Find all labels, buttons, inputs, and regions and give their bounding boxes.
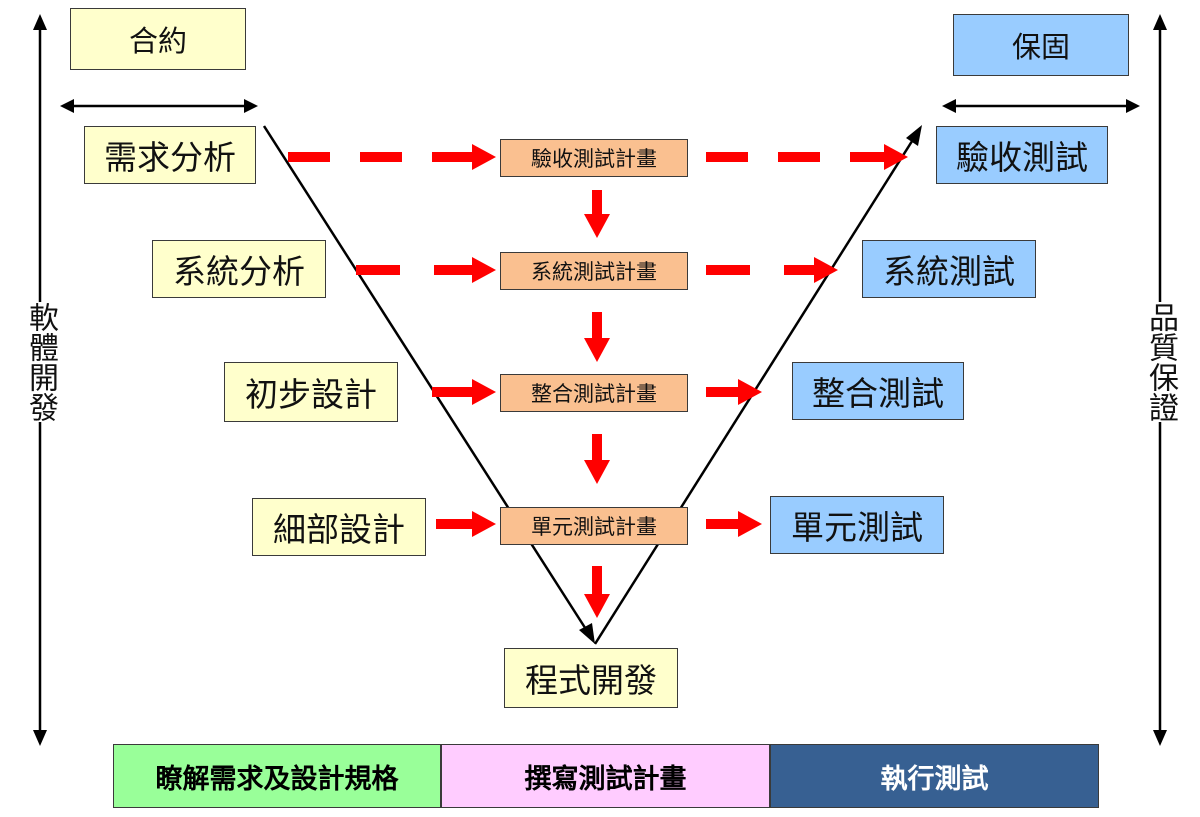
software-development-label: 軟體開發 bbox=[18, 302, 62, 422]
preliminary-design-box: 初步設計 bbox=[224, 362, 398, 422]
contract-box: 合約 bbox=[70, 8, 246, 70]
arrow-acceptance-plan-to-acceptance-test bbox=[706, 144, 908, 170]
arrow-detailed-design-to-unit-plan bbox=[436, 511, 496, 537]
system-analysis-box: 系統分析 bbox=[152, 240, 326, 298]
bar-understand-requirements: 瞭解需求及設計規格 bbox=[113, 744, 441, 808]
warranty-span-arrow bbox=[942, 99, 1140, 113]
arrow-system-analysis-to-system-plan bbox=[356, 257, 496, 283]
acceptance-test-plan-box: 驗收測試計畫 bbox=[500, 139, 688, 177]
system-test-box: 系統測試 bbox=[862, 240, 1036, 298]
acceptance-test-box: 驗收測試 bbox=[936, 126, 1108, 184]
detailed-design-box: 細部設計 bbox=[252, 498, 426, 556]
arrow-preliminary-design-to-integration-plan bbox=[432, 379, 496, 405]
bar-write-test-plans: 撰寫測試計畫 bbox=[441, 744, 770, 808]
arrow-system-plan-to-integration-plan bbox=[584, 312, 610, 362]
arrow-system-plan-to-system-test bbox=[706, 257, 838, 283]
program-development-box: 程式開發 bbox=[504, 648, 678, 708]
arrow-unit-plan-to-unit-test bbox=[706, 511, 762, 537]
warranty-box: 保固 bbox=[953, 14, 1129, 76]
arrow-requirements-to-acceptance-plan bbox=[288, 144, 496, 170]
bar-execute-tests: 執行測試 bbox=[770, 744, 1099, 808]
requirements-analysis-box: 需求分析 bbox=[84, 126, 256, 184]
unit-test-box: 單元測試 bbox=[770, 496, 944, 554]
unit-test-plan-box: 單元測試計畫 bbox=[500, 507, 688, 545]
integration-test-box: 整合測試 bbox=[792, 362, 964, 420]
contract-span-arrow bbox=[60, 99, 258, 113]
v-left-line bbox=[262, 125, 595, 644]
arrow-acceptance-plan-to-system-plan bbox=[584, 190, 610, 238]
system-test-plan-box: 系統測試計畫 bbox=[500, 252, 688, 290]
arrow-unit-plan-to-coding bbox=[584, 566, 610, 618]
quality-assurance-label: 品質保證 bbox=[1138, 302, 1182, 422]
arrow-integration-plan-to-integration-test bbox=[706, 379, 762, 405]
integration-test-plan-box: 整合測試計畫 bbox=[500, 374, 688, 412]
arrow-integration-plan-to-unit-plan bbox=[584, 434, 610, 484]
